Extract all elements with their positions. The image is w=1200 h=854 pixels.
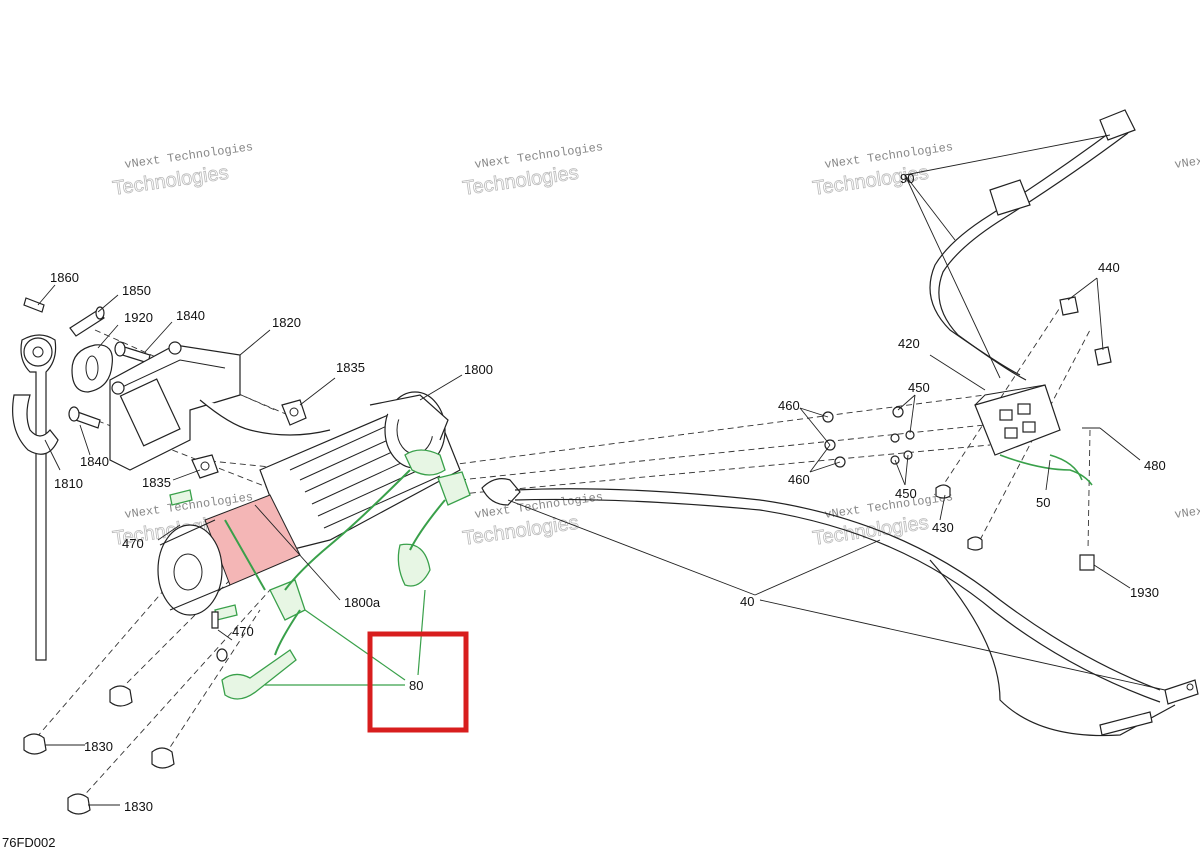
callout-1830-top: 1830 [84, 739, 113, 754]
bolt-1930 [1079, 554, 1095, 571]
bolt-1840 [68, 341, 151, 429]
winch-drum [259, 391, 461, 551]
callout-470-top: 470 [122, 536, 144, 551]
assembly-lines [29, 299, 1091, 801]
callout-50: 50 [1036, 495, 1050, 510]
bolt-1830 [23, 685, 175, 815]
callout-470-bottom: 470 [232, 624, 254, 639]
plate-1920 [71, 344, 113, 393]
callout-480: 480 [1144, 458, 1166, 473]
callout-1835-top: 1835 [336, 360, 365, 375]
callout-1860: 1860 [50, 270, 79, 285]
callout-1810: 1810 [54, 476, 83, 491]
callout-430: 430 [932, 520, 954, 535]
winch-hook [12, 297, 59, 661]
ground-wire-50 [999, 454, 1093, 486]
winch-motor-1800a [157, 494, 301, 616]
callout-1920: 1920 [124, 310, 153, 325]
callout-1800: 1800 [464, 362, 493, 377]
callout-420: 420 [898, 336, 920, 351]
callout-1850: 1850 [122, 283, 151, 298]
clip-1835-top [281, 399, 307, 426]
callout-450-bottom: 450 [895, 486, 917, 501]
callout-80: 80 [409, 678, 423, 693]
clip-1835-bottom [191, 454, 219, 479]
contactor-420 [974, 384, 1061, 456]
diagram-code: 76FD002 [2, 835, 55, 849]
callout-1835-bottom: 1835 [142, 475, 171, 490]
highlight-box-80 [367, 631, 469, 733]
callout-labels: 1860 1850 1920 1840 1820 1835 1800 1810 … [50, 171, 1166, 814]
callout-1830-bottom: 1830 [124, 799, 153, 814]
callout-450-top: 450 [908, 380, 930, 395]
callout-1800a: 1800a [344, 595, 381, 610]
battery-cable-40 [481, 478, 1199, 737]
screw-470 [211, 611, 228, 662]
callout-1820: 1820 [272, 315, 301, 330]
callout-460-top: 460 [778, 398, 800, 413]
callout-1840-top: 1840 [176, 308, 205, 323]
pin-1850 [69, 306, 105, 337]
screw-430 [935, 484, 983, 551]
callout-440: 440 [1098, 260, 1120, 275]
leader-lines [37, 134, 1166, 806]
callout-1930: 1930 [1130, 585, 1159, 600]
callout-90: 90 [900, 171, 914, 186]
control-harness-90 [929, 109, 1136, 381]
connector-440 [1059, 296, 1112, 366]
fairlead-1820 [109, 341, 331, 471]
callout-40: 40 [740, 594, 754, 609]
callout-460-bottom: 460 [788, 472, 810, 487]
watermark-text: vNext Technologies [1174, 140, 1200, 172]
callout-1840-bottom: 1840 [80, 454, 109, 469]
watermark-text: vNext Technologies [1174, 490, 1200, 522]
